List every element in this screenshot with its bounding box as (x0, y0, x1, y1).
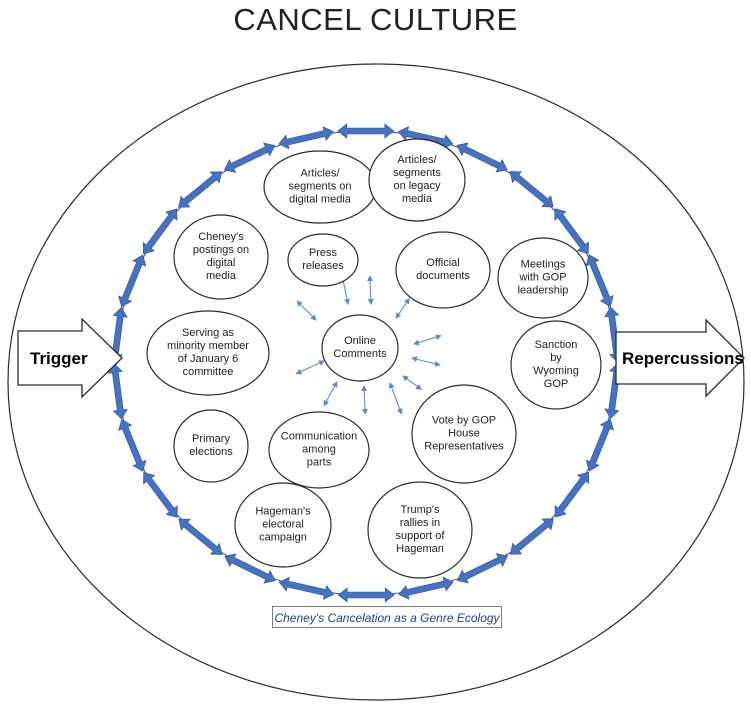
node-shape-vote-gop-house (411, 384, 517, 484)
node-shape-meetings-gop (497, 237, 589, 319)
spoke-double-arrow (413, 334, 442, 346)
node-shape-primary-elections (173, 409, 249, 483)
node-shape-online-comments (321, 314, 399, 382)
node-articles-digital: Articles/ segments on digital media (288, 167, 352, 206)
ring-double-arrow (224, 553, 276, 584)
ring-double-arrow (178, 518, 223, 555)
node-shape-press-releases (287, 233, 359, 287)
repercussions-arrow (615, 318, 745, 398)
ring-double-arrow (585, 254, 614, 307)
node-hageman-campaign: Hageman's electoral campaign (255, 505, 311, 544)
ring-double-arrow (278, 576, 335, 600)
spoke-double-arrow (295, 360, 325, 375)
node-online-comments: Online Comments (333, 335, 387, 360)
ring-double-arrow (398, 576, 454, 600)
ring-double-arrow (509, 518, 554, 555)
spoke-double-arrow (340, 275, 350, 305)
spoke-double-arrow (296, 300, 317, 321)
ring-double-arrow (278, 126, 334, 150)
node-shape-official-documents (395, 231, 491, 309)
spoke-double-arrow (411, 356, 441, 367)
trigger-label: Trigger (30, 349, 88, 368)
ring-double-arrow (509, 171, 554, 208)
node-primary-elections: Primary elections (189, 433, 233, 458)
node-shapes (146, 138, 602, 579)
node-articles-legacy: Articles/ segments on legacy media (393, 154, 441, 205)
ring-double-arrow (554, 471, 590, 518)
ring-double-arrow (337, 123, 395, 139)
ring-double-arrow (223, 142, 276, 173)
node-shape-trump-rallies (367, 481, 473, 579)
ring-double-arrow (585, 418, 614, 472)
spoke-double-arrow (361, 385, 368, 415)
ring-double-arrow (142, 208, 178, 255)
node-shape-cheney-postings (173, 214, 269, 300)
node-shape-hageman-campaign (234, 482, 332, 568)
node-press-releases: Press releases (302, 247, 344, 272)
node-shape-articles-legacy (368, 138, 466, 222)
spoke-double-arrow (395, 297, 410, 319)
node-cheney-postings: Cheney's postings on digital media (192, 231, 250, 282)
spoke-double-arrow (388, 382, 403, 415)
center-spokes (295, 275, 442, 415)
ring-double-arrow (118, 254, 147, 308)
node-sanction-wyoming: Sanction by Wyoming GOP (533, 339, 579, 390)
repercussions-label: Repercussions (622, 349, 744, 368)
node-shape-communication-parts (268, 411, 370, 489)
ring-double-arrow (337, 587, 395, 603)
ring-double-arrow (118, 419, 147, 472)
diagram-title: CANCEL CULTURE (233, 2, 518, 37)
ring-double-arrow (178, 171, 223, 208)
node-meetings-gop: Meetings with GOP leadership (517, 258, 569, 297)
ring-double-arrow (456, 553, 509, 584)
spoke-double-arrow (402, 375, 423, 390)
caption-box: Cheney's Cancelation as a Genre Ecology (272, 606, 502, 628)
node-shape-serving-committee (146, 310, 270, 396)
node-vote-gop-house: Vote by GOP House Representatives (424, 414, 504, 453)
ring-double-arrow (143, 472, 178, 518)
node-communication-parts: Communication among parts (280, 430, 358, 469)
node-serving-committee: Serving as minority member of January 6 … (167, 327, 249, 378)
ring-double-arrow (456, 142, 508, 173)
spoke-double-arrow (367, 275, 374, 305)
outer-ellipse (7, 63, 745, 701)
node-official-documents: Official documents (416, 257, 470, 282)
trigger-arrow (17, 317, 123, 399)
node-shape-sanction-wyoming (510, 320, 602, 410)
spoke-double-arrow (323, 381, 338, 407)
ring-double-arrow (554, 208, 589, 254)
ring-double-arrow (107, 362, 128, 420)
node-trump-rallies: Trump's rallies in support of Hageman (395, 504, 445, 555)
